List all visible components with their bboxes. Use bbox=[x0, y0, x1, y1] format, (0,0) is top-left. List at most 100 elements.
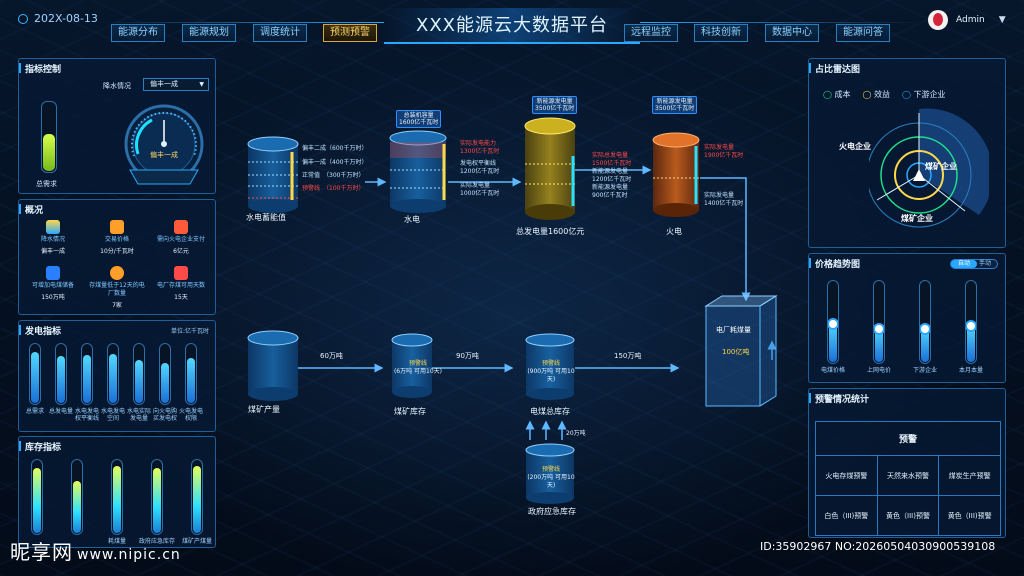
power-label: 水电发电空间 bbox=[100, 408, 125, 422]
legend-item-downstream: ◯ 下游企业 bbox=[902, 90, 946, 99]
date-text: 202X-08-13 bbox=[34, 12, 98, 25]
gov-stock-label: 政府应急库存 bbox=[528, 507, 576, 516]
unit-label: 单位:亿千瓦时 bbox=[170, 328, 209, 335]
rain-gauge bbox=[124, 104, 204, 185]
price-trend-panel: 价格趋势图 电煤价格上网电价下游企业本月本量 bbox=[808, 253, 1006, 383]
flow-arrow bbox=[700, 177, 751, 302]
stock-indicator-panel: 库存指标 耗煤量政府应急库存煤矿产煤量 bbox=[18, 436, 216, 548]
flow-diagram bbox=[247, 117, 778, 504]
total-demand-fill bbox=[43, 134, 55, 171]
price-fill bbox=[875, 328, 883, 362]
user-menu[interactable]: Admin ▼ bbox=[928, 10, 1006, 30]
radar-legend: ◯ 成本 ◯ 效益 ◯ 下游企业 bbox=[823, 89, 946, 100]
auto-manual-toggle[interactable]: 自动 手动 bbox=[950, 259, 998, 269]
price-knob[interactable] bbox=[874, 323, 884, 335]
power-label: 总需求 bbox=[25, 408, 44, 415]
warning-col-thermal: 火电存煤预警 bbox=[815, 455, 878, 496]
arrow-label-3: 150万吨 bbox=[614, 352, 642, 360]
overview-item: 存煤量低于12天的电厂数量 7家 bbox=[87, 266, 147, 309]
nav-energy-qa[interactable]: 能源问答 bbox=[836, 24, 890, 42]
power-plant-box bbox=[704, 295, 778, 407]
price-knob[interactable] bbox=[920, 323, 930, 335]
radar-label-coal-1: 煤矿企业 bbox=[925, 162, 957, 171]
radar-label-thermal: 火电企业 bbox=[839, 142, 871, 151]
rain-icon bbox=[46, 220, 60, 234]
power-bar bbox=[159, 343, 171, 405]
nav-dispatch-stats[interactable]: 调度统计 bbox=[253, 24, 307, 42]
overview-item: 可增加电煤储备 150万吨 bbox=[23, 266, 83, 301]
rain-select[interactable]: 偏丰一成 ▼ bbox=[143, 78, 209, 91]
hydro-energy-line-1: 偏丰二成（600千万时） bbox=[302, 145, 368, 152]
rain-label: 降水情况 bbox=[103, 82, 131, 90]
panel-title: 发电指标 bbox=[18, 324, 61, 337]
stock-fill bbox=[193, 466, 201, 533]
legend-item-cost: ◯ 成本 bbox=[823, 90, 851, 99]
stock-label: 政府应急库存 bbox=[138, 538, 175, 545]
stock-bar bbox=[191, 459, 203, 535]
plant-label: 电厂耗煤量 bbox=[716, 326, 751, 334]
hydro-energy-line-4: 预警线 （100千万时） bbox=[302, 185, 365, 192]
warning-head: 预警 bbox=[815, 421, 1001, 456]
stock-fill bbox=[153, 468, 161, 533]
warning-col-coal: 煤炭生产预警 bbox=[938, 455, 1001, 496]
coal-total-label: 电煤总库存 bbox=[530, 407, 570, 416]
overview-item: 交易价格 10分/千瓦时 bbox=[87, 220, 147, 255]
power-label: 水电发电权平衡线 bbox=[74, 408, 99, 422]
power-bar bbox=[55, 343, 67, 405]
total-label: 总发电量1600亿元 bbox=[516, 227, 585, 236]
cylinder-thermal bbox=[652, 132, 700, 217]
nav-data-center[interactable]: 数据中心 bbox=[765, 24, 819, 42]
price-bar bbox=[873, 280, 885, 364]
power-bar bbox=[29, 343, 41, 405]
arrow-label-1: 60万吨 bbox=[320, 352, 343, 360]
page-title: XXX能源云大数据平台 bbox=[384, 8, 640, 44]
toggle-auto[interactable]: 自动 bbox=[951, 260, 977, 268]
nav-energy-planning[interactable]: 能源规划 bbox=[182, 24, 236, 42]
stock-label: 耗煤量 bbox=[107, 538, 126, 545]
nav-tech-innovation[interactable]: 科技创新 bbox=[694, 24, 748, 42]
overview-item: 需向火电企业支付 6亿元 bbox=[151, 220, 211, 255]
panel-title: 概况 bbox=[18, 203, 43, 216]
legend-item-benefit: ◯ 效益 bbox=[862, 90, 891, 99]
price-knob[interactable] bbox=[966, 320, 976, 332]
total-demand-bar bbox=[41, 101, 57, 173]
nav-energy-distribution[interactable]: 能源分布 bbox=[111, 24, 165, 42]
price-knob[interactable] bbox=[828, 318, 838, 330]
stock-bar bbox=[111, 459, 123, 535]
price-bar bbox=[919, 280, 931, 364]
hydro-energy-label: 水电蓄能值 bbox=[246, 213, 286, 222]
warning-level-red: 黄色（III)预警 bbox=[938, 495, 1001, 536]
coal-stock-warning: 预警线(6万吨 可用10天) bbox=[393, 360, 443, 375]
power-fill bbox=[187, 358, 195, 403]
nav-forecast-warning[interactable]: 预测预警 bbox=[323, 24, 377, 42]
toggle-manual[interactable]: 手动 bbox=[979, 260, 992, 267]
power-label: 向火电购买发电权 bbox=[152, 408, 177, 422]
stock-bar bbox=[151, 459, 163, 535]
power-bar bbox=[185, 343, 197, 405]
power-label: 火电发电权限 bbox=[178, 408, 203, 422]
power-fill bbox=[161, 363, 169, 403]
title-wing-left bbox=[100, 22, 384, 23]
rain-select-value: 偏丰一成 bbox=[150, 80, 178, 88]
panel-title: 库存指标 bbox=[18, 440, 61, 453]
radar-chart bbox=[869, 108, 989, 228]
coal-stock-label: 煤矿库存 bbox=[394, 407, 426, 416]
stock-fill bbox=[73, 481, 81, 533]
price-bar bbox=[827, 280, 839, 364]
overview-item: 电厂存煤可用天数 15天 bbox=[151, 266, 211, 301]
warning-level-yellow: 黄色（III)预警 bbox=[876, 495, 940, 536]
thermal-label: 火电 bbox=[666, 227, 682, 236]
power-indicator-panel: 发电指标 单位:亿千瓦时 总需求总发电量水电发电权平衡线水电发电空间水电实际发电… bbox=[18, 320, 216, 432]
clock-icon bbox=[18, 13, 28, 24]
nav-remote-monitor[interactable]: 远程监控 bbox=[624, 24, 678, 42]
gov-stock-warning: 预警线(200万吨 可用10天) bbox=[527, 466, 575, 489]
cylinder-coal-output bbox=[247, 330, 299, 401]
price-bar bbox=[965, 280, 977, 364]
price-tag-icon bbox=[110, 220, 124, 234]
cylinder-hydro bbox=[389, 130, 447, 213]
price-label: 下游企业 bbox=[912, 367, 937, 374]
price-label: 上网电价 bbox=[866, 367, 891, 374]
